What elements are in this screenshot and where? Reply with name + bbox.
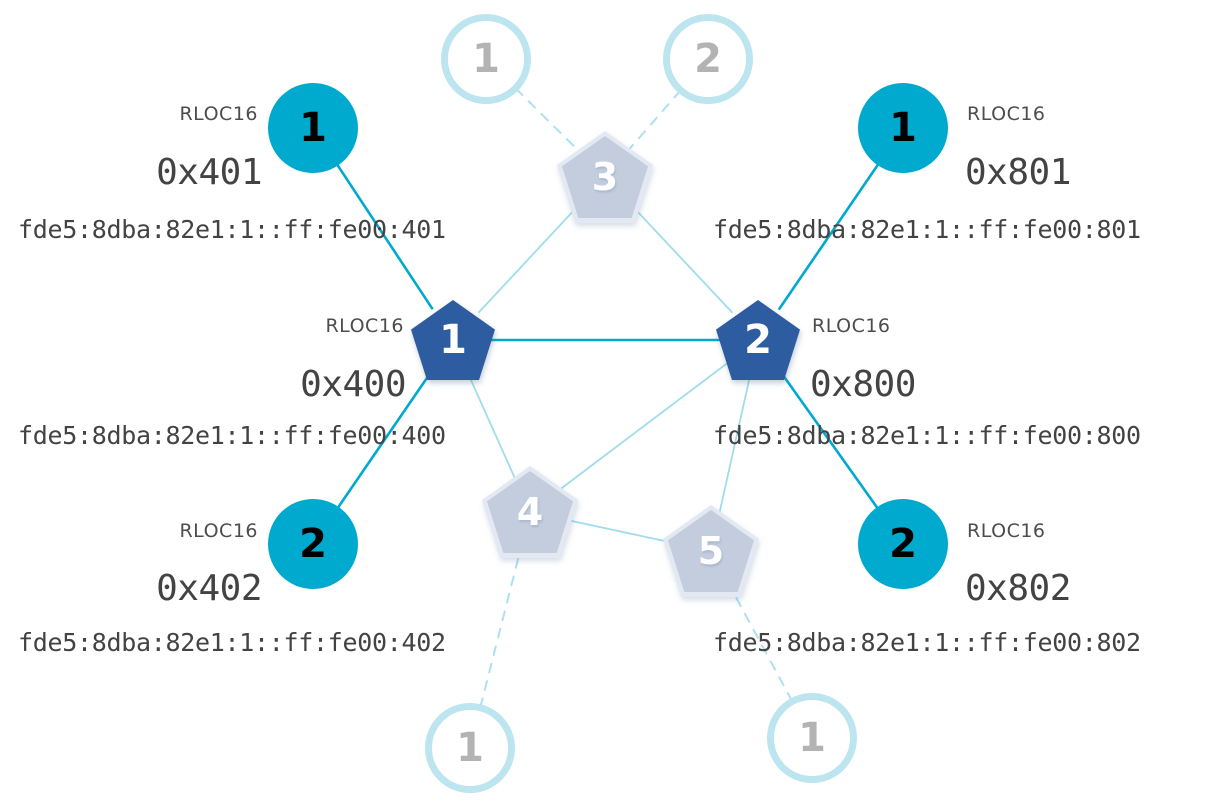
child-node-1-c801[interactable]: 1	[858, 83, 948, 173]
link-c402-r400	[334, 370, 433, 512]
ipv6-address-r400: fde5:8dba:82e1:1::ff:fe00:400	[18, 421, 446, 450]
pentagon-shape: 1	[411, 300, 495, 380]
pentagon-shape: 3	[557, 131, 653, 223]
link-r800-r4	[559, 361, 729, 491]
pentagon-shape: 4	[482, 466, 578, 558]
node-badge: 1	[858, 83, 948, 173]
rloc16-caption-c401: RLOC16	[179, 103, 258, 125]
link-e4-r5	[728, 583, 794, 703]
node-badge: 3	[591, 155, 619, 199]
link-e1-r3	[514, 87, 580, 152]
node-badge: 1	[425, 703, 515, 793]
ipv6-address-c802: fde5:8dba:82e1:1::ff:fe00:802	[713, 628, 1141, 657]
link-c801-r800	[778, 160, 882, 310]
link-e2-r3	[628, 89, 682, 150]
pentagon-shape: 5	[663, 505, 759, 597]
node-badge: 1	[439, 317, 467, 363]
child-node-1-e4[interactable]: 1	[767, 693, 857, 783]
rloc16-value-c802: 0x802	[965, 568, 1071, 609]
link-c802-r800	[778, 369, 881, 512]
rloc16-caption-c802: RLOC16	[967, 520, 1046, 542]
child-node-2-c402[interactable]: 2	[268, 499, 358, 589]
link-r800-r5	[718, 376, 751, 515]
link-r4-r5	[566, 519, 675, 544]
link-e3-r4	[479, 547, 522, 709]
node-badge: 4	[516, 490, 544, 534]
ipv6-address-c801: fde5:8dba:82e1:1::ff:fe00:801	[713, 215, 1141, 244]
rloc16-value-c401: 0x401	[156, 152, 262, 193]
child-node-1-c401[interactable]: 1	[268, 83, 358, 173]
router-node-1-r400[interactable]: 1	[411, 300, 495, 380]
child-node-2-c802[interactable]: 2	[858, 499, 948, 589]
link-r800-r3	[630, 203, 733, 314]
ipv6-address-c401: fde5:8dba:82e1:1::ff:fe00:401	[18, 215, 446, 244]
node-badge: 1	[441, 14, 531, 104]
node-badge: 2	[858, 499, 948, 589]
child-node-1-e1[interactable]: 1	[441, 14, 531, 104]
node-badge: 5	[697, 529, 725, 573]
node-badge: 2	[663, 14, 753, 104]
rloc16-value-c402: 0x402	[156, 568, 262, 609]
node-badge: 2	[744, 317, 772, 363]
link-c401-r400	[334, 160, 434, 310]
rloc16-value-r800: 0x800	[810, 364, 916, 405]
rloc16-caption-c801: RLOC16	[967, 103, 1046, 125]
rloc16-value-c801: 0x801	[965, 152, 1071, 193]
rloc16-caption-c402: RLOC16	[179, 520, 258, 542]
router-node-5-r5[interactable]: 5	[663, 505, 759, 597]
link-r400-r4	[467, 373, 516, 479]
pentagon-shape: 2	[716, 300, 800, 380]
ipv6-address-c402: fde5:8dba:82e1:1::ff:fe00:402	[18, 628, 446, 657]
node-badge: 2	[268, 499, 358, 589]
rloc16-caption-r400: RLOC16	[325, 315, 404, 337]
link-r400-r3	[478, 203, 580, 314]
node-badge: 1	[767, 693, 857, 783]
router-node-3-r3[interactable]: 3	[557, 131, 653, 223]
rloc16-caption-r800: RLOC16	[812, 315, 891, 337]
router-node-4-r4[interactable]: 4	[482, 466, 578, 558]
ipv6-address-r800: fde5:8dba:82e1:1::ff:fe00:800	[713, 421, 1141, 450]
router-node-2-r800[interactable]: 2	[716, 300, 800, 380]
child-node-2-e2[interactable]: 2	[663, 14, 753, 104]
rloc16-value-r400: 0x400	[300, 364, 406, 405]
child-node-1-e3[interactable]: 1	[425, 703, 515, 793]
node-badge: 1	[268, 83, 358, 173]
